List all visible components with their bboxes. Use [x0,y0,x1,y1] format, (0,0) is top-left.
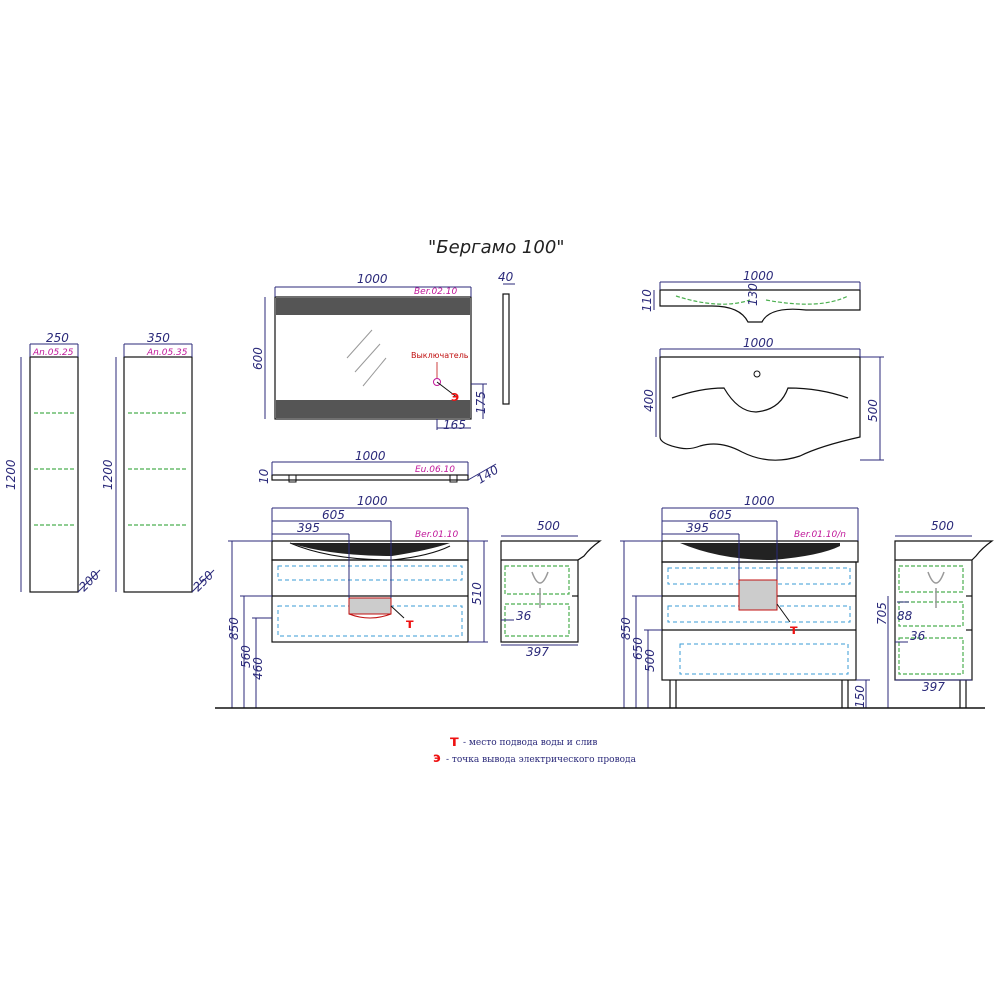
cabinet-small-outline [29,356,79,593]
sink-side-height: 110 [640,289,654,312]
vanity-floor-605: 605 [709,508,732,522]
mirror-offset-x: 165 [443,418,466,432]
vanity-wall-side-outline [500,540,602,643]
vanity-floor-850: 850 [619,617,633,640]
mirror: 1000 Ber.02.10 600 Выключатель Э 175 165… [251,270,515,432]
sink-side-view: 1000 110 130 [640,269,861,323]
drawer-hidden [679,643,849,675]
mirror-depth: 40 [498,270,514,284]
vanity-body [271,559,469,643]
vanity-wall-width: 1000 [357,494,388,508]
mirror-top-band [276,298,470,315]
sink-side-width: 1000 [743,269,774,283]
legend: т - место подвода воды и слив э - точка … [433,732,637,766]
vanity-wall-side: 500 397 36 [500,519,602,659]
sink-front [661,540,859,563]
basin-front [290,543,450,556]
siphon [927,571,945,608]
internal-dash [504,565,570,595]
vanity-floor-side-88: 88 [897,609,913,623]
basin-front [680,543,840,560]
vanity-wall-side-397: 397 [526,645,549,659]
shelf-outline [271,474,469,481]
vanity-wall-605: 605 [322,508,345,522]
cabinet-large: 350 An.05.35 1200 250 [101,331,217,594]
water-access-zone [348,597,392,615]
cabinet-large-outline [123,356,193,593]
water-marker: т [406,617,414,632]
vanity-floor-side-outline [894,540,994,681]
vanity-floor-code: Ber.01.10/n [794,530,846,540]
water-marker: т [790,623,798,638]
sink-top-depth-inner: 400 [642,389,656,412]
switch-point [433,378,441,386]
water-access-zone [738,579,778,611]
mirror-width: 1000 [357,272,388,286]
vanity-floor-150: 150 [853,685,867,708]
vanity-wall-850: 850 [227,617,241,640]
vanity-wall-560: 560 [239,645,253,668]
vanity-floor-width: 1000 [744,494,775,508]
vanity-wall-510: 510 [470,582,484,605]
mirror-side-view [502,293,510,405]
vanity-floor-500: 500 [643,649,657,672]
legend-text-water: - место подвода воды и слив [463,738,597,748]
vanity-wall-front: т 1000 605 395 Ber.01.10 510 850 560 460 [227,494,488,708]
vanity-wall-460: 460 [251,657,265,680]
shelf-thickness: 10 [257,468,271,484]
internal-dash [898,565,964,593]
cabinet-large-height: 1200 [101,459,115,490]
shelf-depth: 140 [474,462,501,486]
mirror-code: Ber.02.10 [414,287,457,297]
cabinet-large-code: An.05.35 [146,348,188,358]
vanity-floor-side-397: 397 [922,680,945,694]
internal-dash [898,637,964,675]
switch-label: Выключатель [411,351,469,360]
faucet-hole [753,370,761,378]
vanity-wall-side-depth: 500 [537,519,560,533]
mirror-bottom-band [276,400,470,418]
shelf-width: 1000 [355,449,386,463]
sink-side-outline [659,289,861,323]
mirror-offset-y: 175 [474,391,488,414]
internal-dash [504,603,570,637]
vanity-floor-side: 500 397 705 88 36 [875,519,994,708]
cabinet-small-width: 250 [46,331,69,345]
shelf-code: Eu.06.10 [415,465,455,475]
internal-dash [898,601,964,627]
vanity-wall-code: Ber.01.10 [415,530,458,540]
sink-side-small: 130 [746,283,760,306]
vanity-floor-side-depth: 500 [931,519,954,533]
sink-top-width: 1000 [743,336,774,350]
vanity-body [661,561,857,681]
mirror-outline [274,296,472,420]
vanity-floor-650: 650 [631,637,645,660]
basin-outline [671,387,849,413]
glass-shelf: 1000 Eu.06.10 10 140 [257,449,501,487]
siphon [531,571,549,608]
vanity-floor-front: т 1000 605 395 Ber.01.10/n 850 650 500 1… [619,494,870,708]
vanity-floor-395: 395 [686,521,709,535]
drawer-hidden [277,565,463,581]
vanity-floor-side-36: 36 [910,629,926,643]
drawing-title: "Бергамо 100" [428,237,565,258]
vanity-wall-side-36: 36 [516,609,532,623]
vanity-wall-395: 395 [297,521,320,535]
legend-mark-water: т [450,732,459,750]
sink-top-depth-outer: 500 [866,399,880,422]
cabinet-small-code: An.05.25 [32,348,74,358]
sink-top-outline [659,356,861,461]
vanity-floor-side-705: 705 [875,602,889,625]
cabinet-small-height: 1200 [4,459,18,490]
legend-mark-elec: э [433,751,441,766]
mirror-height: 600 [251,347,265,370]
cabinet-small: 250 An.05.25 1200 200 [4,331,103,594]
legend-text-elec: - точка вывода электрического провода [446,755,637,765]
cabinet-large-width: 350 [147,331,170,345]
sink-top-view: 1000 400 500 [642,336,884,461]
elec-marker: Э [451,391,459,404]
